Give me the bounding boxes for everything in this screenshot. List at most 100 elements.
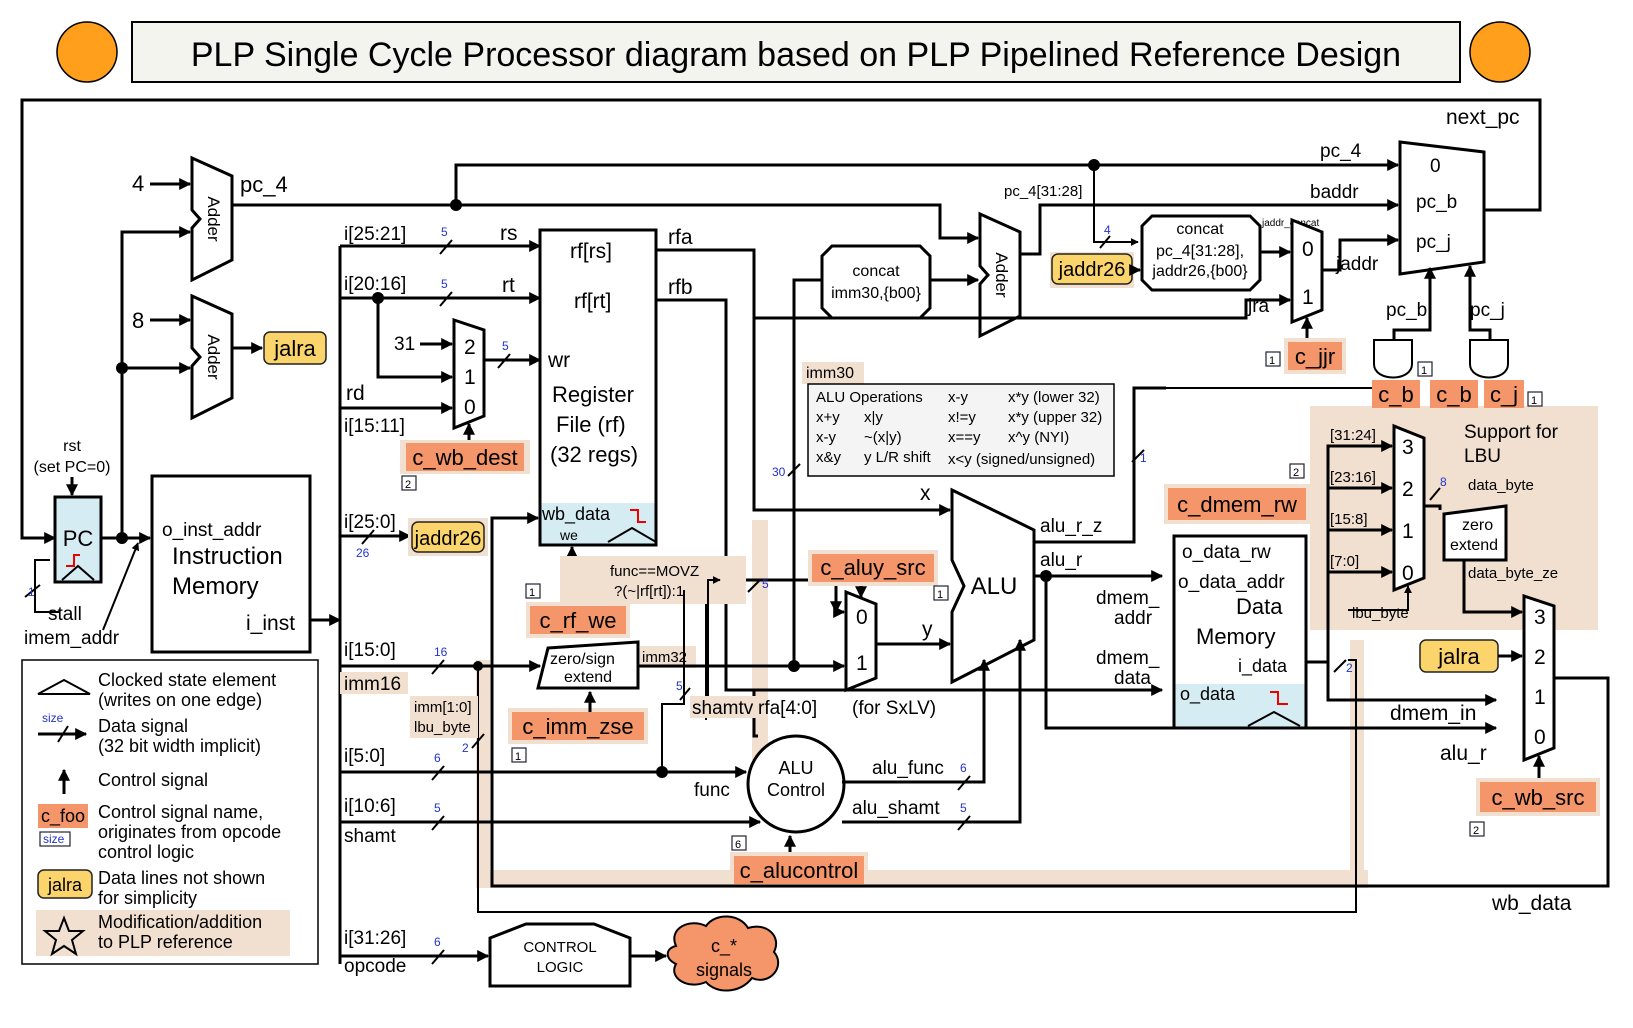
svg-text:rfa[4:0]: rfa[4:0] [758, 698, 817, 719]
svg-text:2: 2 [405, 479, 411, 491]
svg-text:5: 5 [434, 801, 441, 815]
stall-label: stall [48, 604, 82, 625]
svg-text:3: 3 [1534, 606, 1546, 629]
svg-text:2: 2 [1402, 478, 1414, 501]
svg-text:size: size [43, 832, 65, 846]
svg-text:ALU: ALU [971, 573, 1018, 600]
svg-text:2: 2 [1346, 661, 1353, 675]
svg-text:Clocked state element: Clocked state element [98, 670, 276, 690]
svg-text:0: 0 [464, 396, 476, 419]
svg-text:1: 1 [1421, 365, 1427, 377]
c-dmem-rw-signal: c_dmem_rw [1177, 492, 1297, 517]
svg-text:dmem_: dmem_ [1096, 648, 1160, 669]
svg-text:Adder: Adder [992, 252, 1011, 298]
c-rf-we-signal: c_rf_we [539, 608, 616, 633]
svg-text:6: 6 [434, 751, 441, 765]
svg-text:y: y [922, 618, 933, 641]
svg-text:pc_4[31:28]: pc_4[31:28] [1004, 183, 1082, 200]
register-file [538, 228, 658, 547]
svg-text:1: 1 [937, 589, 943, 601]
svg-text:i[20:16]: i[20:16] [344, 274, 406, 295]
c-j-signal: c_j [1490, 382, 1518, 407]
jalra-tag-top: jalra [273, 336, 316, 361]
svg-text:1: 1 [464, 366, 476, 389]
svg-text:Adder: Adder [204, 334, 223, 380]
c-aluy-src-signal: c_aluy_src [820, 555, 925, 580]
svg-text:[23:16]: [23:16] [1330, 469, 1376, 486]
title-box [131, 21, 1461, 83]
svg-text:imm16: imm16 [344, 674, 401, 695]
wb-loop-modification [476, 870, 1368, 888]
c-imm-zse-signal: c_imm_zse [522, 714, 633, 739]
svg-text:pc_4: pc_4 [1320, 141, 1362, 162]
svg-text:o_data_rw: o_data_rw [1182, 542, 1271, 563]
const-4: 4 [132, 171, 144, 196]
svg-text:5: 5 [441, 277, 448, 291]
svg-text:i[10:6]: i[10:6] [344, 796, 396, 817]
next-pc-loop [20, 98, 1542, 544]
svg-text:rfa: rfa [668, 226, 693, 249]
const-8: 8 [132, 308, 144, 333]
sun-icon-left [56, 21, 118, 83]
svg-text:5: 5 [762, 577, 769, 591]
svg-text:wb_data: wb_data [1491, 892, 1572, 915]
svg-text:1: 1 [1140, 451, 1147, 465]
svg-text:Data signal: Data signal [98, 716, 188, 736]
svg-text:x-y: x-y [816, 429, 836, 446]
svg-text:ALU: ALU [778, 758, 813, 778]
c-wb-src-signal: c_wb_src [1492, 785, 1585, 810]
svg-text:2: 2 [1293, 467, 1299, 479]
svg-text:extend: extend [1450, 537, 1498, 554]
svg-text:x<y (signed/unsigned): x<y (signed/unsigned) [948, 451, 1095, 468]
svg-text:[7:0]: [7:0] [1330, 553, 1359, 570]
svg-text:[15:8]: [15:8] [1330, 511, 1368, 528]
svg-text:concat: concat [852, 263, 900, 280]
svg-text:1: 1 [28, 585, 35, 599]
svg-text:c_*: c_* [711, 936, 737, 957]
svg-text:c_foo: c_foo [41, 806, 85, 827]
svg-text:jaddr_concat: jaddr_concat [1261, 218, 1319, 229]
svg-text:Control signal name,: Control signal name, [98, 802, 263, 822]
svg-text:1: 1 [1269, 355, 1275, 367]
svg-text:Support for: Support for [1464, 422, 1559, 443]
data-memory [1172, 534, 1308, 730]
alu-operations-table [807, 383, 1115, 477]
svg-text:func==MOVZ: func==MOVZ [610, 563, 699, 580]
svg-text:jaddr: jaddr [1335, 254, 1379, 275]
c-jjr-signal: c_jjr [1295, 344, 1335, 369]
svg-text:?(~|rf[rt]):1: ?(~|rf[rt]):1 [614, 583, 684, 600]
concat-imm30 [820, 244, 932, 320]
svg-text:i[15:11]: i[15:11] [344, 416, 405, 437]
imem-addr-label: imem_addr [24, 628, 120, 649]
svg-text:Data lines not shown: Data lines not shown [98, 868, 265, 888]
svg-text:3: 3 [1402, 436, 1414, 459]
svg-text:8: 8 [1440, 475, 1447, 489]
svg-text:to PLP reference: to PLP reference [98, 932, 233, 952]
svg-text:o_data: o_data [1180, 684, 1236, 705]
svg-text:2: 2 [462, 741, 469, 755]
svg-text:o_data_addr: o_data_addr [1178, 572, 1285, 593]
svg-text:jalra: jalra [47, 875, 83, 895]
svg-text:wr: wr [547, 349, 570, 372]
svg-text:rs: rs [500, 222, 518, 245]
svg-text:x!=y: x!=y [948, 409, 976, 426]
svg-text:zero/sign: zero/sign [550, 651, 615, 668]
svg-text:x*y (upper 32): x*y (upper 32) [1008, 409, 1102, 426]
svg-text:i[5:0]: i[5:0] [344, 746, 385, 767]
c-b-signal-2: c_b [1436, 382, 1471, 407]
svg-text:~(x|y): ~(x|y) [864, 429, 902, 446]
svg-text:2: 2 [1473, 825, 1479, 837]
svg-text:x: x [920, 482, 931, 505]
svg-text:i_inst: i_inst [246, 612, 295, 635]
sun-icon-right [1469, 21, 1531, 83]
svg-text:lbu_byte: lbu_byte [414, 719, 471, 736]
svg-text:x|y: x|y [864, 409, 883, 426]
svg-text:Memory: Memory [1196, 624, 1275, 649]
svg-text:1: 1 [529, 587, 535, 599]
svg-text:shamt: shamt [344, 826, 396, 847]
adder-pc8 [190, 293, 234, 421]
svg-text:addr: addr [1114, 608, 1153, 629]
imm30-modification [802, 362, 864, 384]
svg-text:Data: Data [1236, 594, 1283, 619]
svg-text:2: 2 [1534, 646, 1546, 669]
